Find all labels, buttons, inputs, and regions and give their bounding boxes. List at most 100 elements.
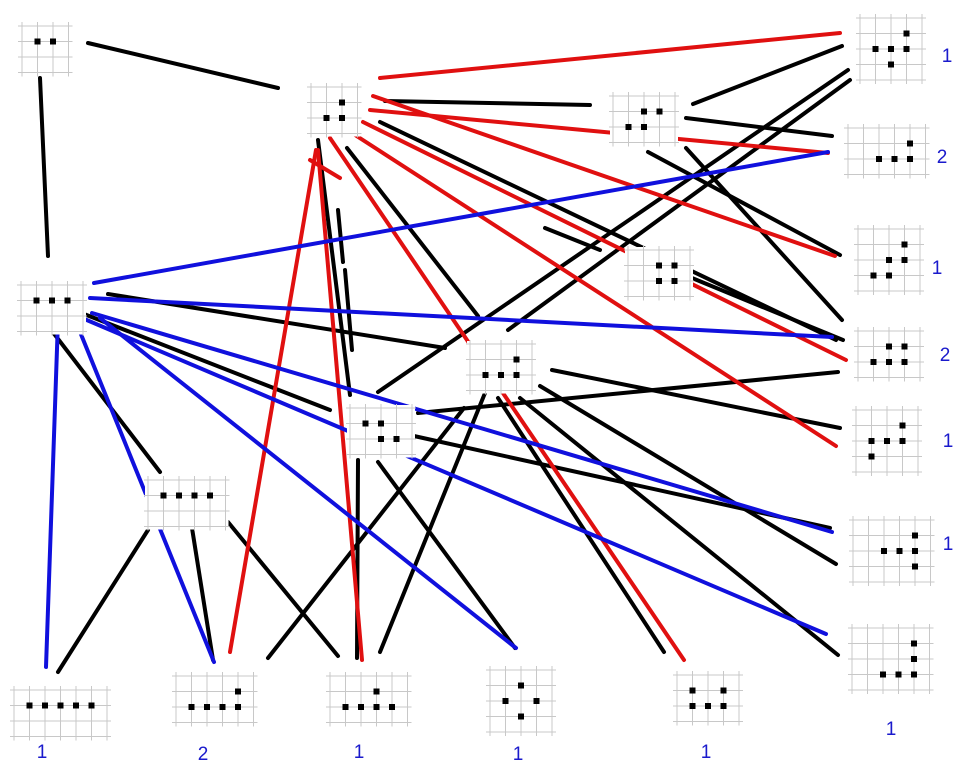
red-edge xyxy=(316,148,364,662)
blue-edge xyxy=(88,296,834,339)
black-edge xyxy=(538,384,838,566)
cell-dot xyxy=(903,30,910,37)
black-edge xyxy=(266,406,466,660)
polyomino-node xyxy=(624,246,694,301)
red-edge xyxy=(308,158,342,180)
cell-dot xyxy=(362,420,369,427)
count-bottom-3: 1 xyxy=(353,742,365,763)
cell-dot xyxy=(34,38,41,45)
cell-dot xyxy=(533,698,540,704)
cell-dot xyxy=(513,356,520,363)
cell-dot xyxy=(907,156,913,162)
black-edge xyxy=(82,312,332,412)
cell-dot xyxy=(689,703,696,709)
cell-dot xyxy=(88,702,95,709)
blue-edge xyxy=(98,316,518,650)
node-layer xyxy=(10,14,935,741)
cell-dot xyxy=(33,297,40,304)
cell-dot xyxy=(720,687,727,694)
cell-dot xyxy=(641,108,647,115)
cell-dot xyxy=(188,704,195,710)
black-edge xyxy=(646,150,842,257)
polyomino-node xyxy=(856,14,926,84)
cell-dot xyxy=(339,115,345,121)
count-right-7: 1 xyxy=(885,719,897,740)
cell-dot xyxy=(57,702,64,709)
cell-dot xyxy=(518,713,524,720)
black-edge xyxy=(345,146,480,318)
black-edge xyxy=(38,76,50,258)
cell-dot xyxy=(26,702,33,709)
cell-dot xyxy=(881,548,887,554)
cell-dot xyxy=(884,438,890,444)
cell-dot xyxy=(625,124,632,130)
cell-dot xyxy=(880,671,886,678)
cell-dot xyxy=(870,272,877,279)
count-bottom-1: 1 xyxy=(36,742,48,763)
black-edge xyxy=(190,526,215,662)
cell-dot xyxy=(518,682,524,689)
cell-dot xyxy=(656,108,663,115)
red-edge xyxy=(371,94,837,258)
black-edge xyxy=(416,370,840,415)
cell-dot xyxy=(502,698,509,704)
cell-dot xyxy=(895,671,902,678)
red-edge xyxy=(328,136,686,662)
cell-dot xyxy=(912,563,918,570)
polyomino-node xyxy=(854,327,924,382)
cell-dot xyxy=(888,46,894,52)
polyomino-node xyxy=(849,516,935,586)
black-edge xyxy=(316,138,352,397)
cell-dot xyxy=(899,438,906,444)
polyomino-node xyxy=(466,340,536,395)
count-right-6: 1 xyxy=(942,534,954,555)
cell-dot xyxy=(393,436,400,442)
black-edge xyxy=(376,68,850,394)
cell-dot xyxy=(911,671,917,678)
count-bottom-2: 2 xyxy=(197,744,209,765)
cell-dot xyxy=(891,156,898,162)
polyomino-node xyxy=(307,83,362,138)
cell-dot xyxy=(705,703,711,709)
polyomino-node xyxy=(172,672,258,727)
polyomino-node xyxy=(326,672,412,727)
cell-dot xyxy=(191,492,198,499)
polyomino-node xyxy=(18,22,73,77)
cell-dot xyxy=(42,702,48,709)
polyomino-node xyxy=(609,92,679,147)
count-bottom-4: 1 xyxy=(512,744,524,765)
cell-dot xyxy=(876,156,882,162)
cell-dot xyxy=(872,46,879,52)
cell-dot xyxy=(160,492,167,499)
cell-dot xyxy=(911,640,917,647)
cell-dot xyxy=(358,704,364,710)
blue-edge xyxy=(44,318,60,669)
cell-dot xyxy=(64,297,71,304)
cell-dot xyxy=(912,548,918,554)
cell-dot xyxy=(886,257,892,263)
polyomino-node xyxy=(346,404,416,459)
cell-dot xyxy=(901,359,908,365)
black-edge xyxy=(518,396,840,657)
count-right-4: 2 xyxy=(939,345,951,366)
black-edge xyxy=(376,460,517,650)
cell-dot xyxy=(204,704,210,710)
black-edge xyxy=(383,99,592,107)
red-edge xyxy=(361,120,848,362)
cell-dot xyxy=(378,436,384,442)
cell-dot xyxy=(903,46,910,52)
polyomino-node xyxy=(673,671,743,726)
cell-dot xyxy=(641,124,647,130)
cell-dot xyxy=(389,704,395,710)
black-edge xyxy=(543,226,602,252)
black-edge xyxy=(378,120,838,342)
cell-dot xyxy=(907,140,913,147)
polyomino-node xyxy=(848,624,934,694)
count-bottom-5: 1 xyxy=(700,742,712,763)
cell-dot xyxy=(656,278,662,284)
blue-edge xyxy=(90,311,834,534)
cell-dot xyxy=(896,548,903,554)
cell-dot xyxy=(219,704,226,710)
cell-dot xyxy=(49,297,55,304)
